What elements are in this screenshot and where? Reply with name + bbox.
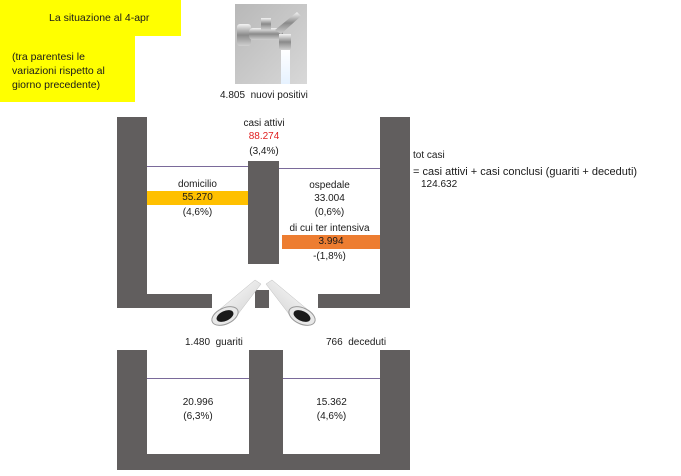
- casi-attivi-label: casi attivi: [243, 118, 285, 129]
- ti-change: -(1,8%): [313, 251, 346, 262]
- header-title: La situazione al 4-apr: [49, 12, 150, 24]
- domicilio-bar: [147, 191, 248, 205]
- ospedale-value: 33.004: [314, 193, 345, 204]
- inflow-value: 4.805: [220, 90, 246, 101]
- domicilio-change: (4,6%): [182, 207, 213, 218]
- header-box: [0, 0, 181, 36]
- upper-level-left: [147, 166, 248, 167]
- deceduti-flow: 766 deceduti: [326, 337, 386, 349]
- header-note: (tra parentesi le variazioni rispetto al…: [12, 51, 105, 91]
- tot-casi-label: tot casi: [413, 150, 445, 161]
- lower-left-wall: [117, 350, 147, 470]
- deceduti-flow-label: deceduti: [348, 337, 387, 348]
- inflow-text: nuovi positivi: [250, 90, 308, 101]
- lower-level-left: [147, 378, 249, 379]
- ti-value: 3.994: [318, 236, 344, 247]
- funnel-left-icon: [205, 278, 265, 328]
- casi-attivi-value: 88.274: [248, 131, 280, 142]
- domicilio-label: domicilio: [178, 179, 217, 190]
- guariti-flow-label: guariti: [215, 337, 243, 348]
- upper-center-wall: [248, 161, 279, 264]
- upper-level-right: [279, 168, 380, 169]
- upper-right-wall: [380, 117, 410, 308]
- guariti-flow: 1.480 guariti: [185, 337, 243, 349]
- tot-casi-value: 124.632: [421, 179, 458, 190]
- lower-level-right: [283, 378, 380, 379]
- deceduti-total-value: 15.362: [316, 397, 347, 408]
- ti-bar: [282, 235, 380, 249]
- upper-spout: [255, 290, 269, 308]
- lower-center-wall: [249, 350, 283, 470]
- domicilio-value: 55.270: [182, 192, 213, 203]
- guariti-total-value: 20.996: [182, 397, 214, 408]
- upper-left-wall: [117, 117, 147, 308]
- ti-label: di cui ter intensiva: [289, 223, 370, 234]
- deceduti-flow-value: 766: [326, 337, 343, 348]
- faucet-icon: [235, 4, 307, 84]
- upper-bottom-left: [117, 294, 212, 308]
- ospedale-label: ospedale: [309, 180, 350, 191]
- guariti-total-change: (6,3%): [183, 411, 213, 422]
- lower-right-wall: [380, 350, 410, 470]
- lower-bottom: [117, 454, 410, 470]
- ospedale-change: (0,6%): [314, 207, 345, 218]
- guariti-flow-value: 1.480: [185, 337, 211, 348]
- casi-attivi-change: (3,4%): [249, 146, 279, 157]
- tot-casi-formula: = casi attivi + casi conclusi (guariti +…: [413, 166, 638, 178]
- inflow-label: 4.805 nuovi positivi: [220, 90, 308, 102]
- funnel-right-icon: [262, 278, 322, 328]
- header-note-box: [0, 36, 135, 102]
- deceduti-total-change: (4,6%): [316, 411, 347, 422]
